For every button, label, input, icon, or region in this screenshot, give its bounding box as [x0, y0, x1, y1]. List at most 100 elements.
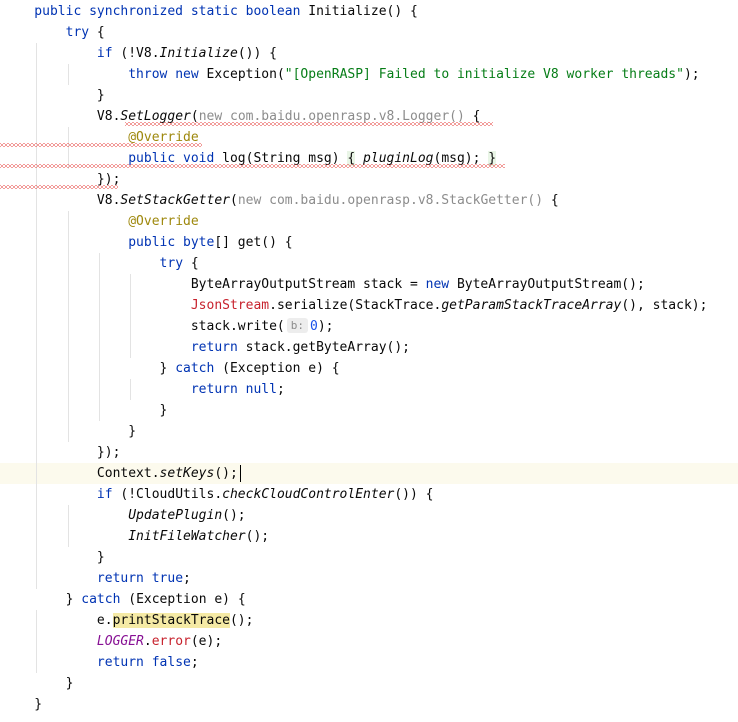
code-text: return stack.getByteArray(); [3, 337, 410, 358]
code-text: stack.write(b:0); [3, 316, 334, 337]
code-token: ()) { [394, 487, 434, 502]
code-line[interactable]: } [0, 400, 738, 421]
code-token [3, 46, 97, 61]
code-line[interactable]: } catch (Exception e) { [0, 358, 738, 379]
code-token: printStackTrace [112, 613, 230, 628]
code-line[interactable]: e.printStackTrace(); [0, 610, 738, 631]
code-line[interactable]: }); [0, 169, 738, 190]
indent-guide [36, 358, 38, 379]
code-text: } [3, 694, 42, 715]
code-token: } [488, 151, 497, 166]
code-line[interactable]: } catch (Exception e) { [0, 589, 738, 610]
code-line[interactable]: return true; [0, 568, 738, 589]
code-line[interactable]: throw new Exception("[OpenRASP] Failed t… [0, 64, 738, 85]
indent-guide [36, 211, 38, 232]
code-token: throw new [128, 67, 199, 82]
code-token [3, 67, 128, 82]
code-token: e. [3, 613, 113, 628]
code-line[interactable]: try { [0, 253, 738, 274]
code-line[interactable]: } [0, 547, 738, 568]
code-token: }); [3, 172, 121, 187]
code-token: (Exception e) { [120, 592, 246, 607]
code-line[interactable]: public byte[] get() { [0, 232, 738, 253]
code-token: ); [317, 319, 334, 334]
code-token: { [183, 256, 199, 271]
error-underline [0, 164, 505, 168]
indent-guide [36, 568, 38, 589]
indent-guide [67, 421, 69, 442]
code-token: Exception( [198, 67, 285, 82]
indent-guide [67, 337, 69, 358]
code-token: try [159, 256, 184, 271]
code-line[interactable]: @Override [0, 127, 738, 148]
code-line[interactable]: }); [0, 442, 738, 463]
code-token: catch [175, 361, 215, 376]
code-line[interactable]: JsonStream.serialize(StackTrace.getParam… [0, 295, 738, 316]
code-line[interactable]: } [0, 85, 738, 106]
indent-guide [98, 274, 100, 295]
code-token: ()) { [237, 46, 277, 61]
code-token: (); [229, 613, 254, 628]
code-line[interactable]: V8.SetLogger(new com.baidu.openrasp.v8.L… [0, 106, 738, 127]
text-caret [240, 465, 241, 482]
code-line[interactable]: try { [0, 22, 738, 43]
code-line[interactable]: Context.setKeys(); [0, 463, 738, 484]
code-line[interactable]: if (!CloudUtils.checkCloudControlEnter()… [0, 484, 738, 505]
code-line[interactable]: return null; [0, 379, 738, 400]
indent-guide [130, 295, 132, 316]
code-text: Context.setKeys(); [3, 463, 238, 484]
indent-guide [67, 274, 69, 295]
code-line[interactable]: } [0, 421, 738, 442]
code-token [3, 655, 97, 670]
code-line[interactable]: public void log(String msg) { pluginLog(… [0, 148, 738, 169]
indent-guide [36, 253, 38, 274]
code-token: public synchronized static boolean [3, 4, 301, 19]
code-text: UpdatePlugin(); [3, 505, 245, 526]
code-line[interactable]: ByteArrayOutputStream stack = new ByteAr… [0, 274, 738, 295]
code-line[interactable]: return false; [0, 652, 738, 673]
code-line[interactable]: } [0, 694, 738, 715]
code-text: try { [3, 22, 105, 43]
code-line[interactable]: stack.write(b:0); [0, 316, 738, 337]
indent-guide [36, 106, 38, 127]
indent-guide [67, 64, 69, 85]
code-line[interactable]: } [0, 673, 738, 694]
code-token: public byte [128, 235, 215, 250]
code-line[interactable]: if (!V8.Initialize()) { [0, 43, 738, 64]
code-text: V8.SetLogger(new com.baidu.openrasp.v8.L… [3, 106, 481, 127]
code-token: ( [229, 193, 238, 208]
code-token: @Override [128, 214, 199, 229]
indent-guide [98, 400, 100, 421]
code-line[interactable]: return stack.getByteArray(); [0, 337, 738, 358]
code-token: ; [276, 382, 285, 397]
code-token: new com.baidu.openrasp.v8.Logger() [198, 109, 465, 124]
code-text: V8.SetStackGetter(new com.baidu.openrasp… [3, 190, 559, 211]
code-token: } [3, 592, 82, 607]
code-text: return false; [3, 652, 199, 673]
indent-guide [36, 526, 38, 547]
code-token: error [151, 634, 191, 649]
code-line[interactable]: InitFileWatcher(); [0, 526, 738, 547]
code-token: (!CloudUtils. [112, 487, 223, 502]
code-token: (), stack); [621, 298, 708, 313]
code-line[interactable]: UpdatePlugin(); [0, 505, 738, 526]
indent-guide [67, 400, 69, 421]
code-text: } [3, 85, 105, 106]
code-line[interactable]: LOGGER.error(e); [0, 631, 738, 652]
code-text: public void log(String msg) { pluginLog(… [3, 148, 497, 169]
code-token: public void [128, 151, 215, 166]
code-line[interactable]: @Override [0, 211, 738, 232]
code-token: { [543, 193, 559, 208]
code-token: Initialize [159, 46, 238, 61]
code-text: @Override [3, 211, 199, 232]
code-line[interactable]: public synchronized static boolean Initi… [0, 1, 738, 22]
code-line[interactable]: V8.SetStackGetter(new com.baidu.openrasp… [0, 190, 738, 211]
code-token: (msg); [433, 151, 489, 166]
indent-guide [98, 316, 100, 337]
indent-guide [36, 652, 38, 673]
code-token [3, 256, 160, 271]
indent-guide [36, 148, 38, 169]
code-token: "[OpenRASP] Failed to initialize V8 work… [284, 67, 684, 82]
indent-guide [36, 547, 38, 568]
